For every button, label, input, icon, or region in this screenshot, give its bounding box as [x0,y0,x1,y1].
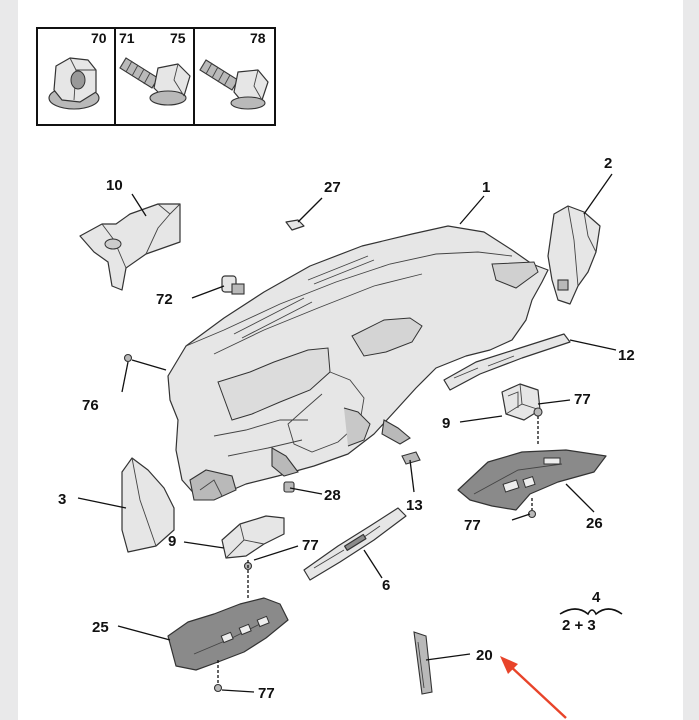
part-3-side-cover [121,457,175,553]
exploded-parts-diagram: 70 71 75 78 [36,27,635,719]
callout-77-left-upper: 77 [302,537,319,554]
part-13-bracket [401,451,421,465]
part-27-clip [285,219,305,231]
part-72-clip [221,275,245,295]
panel-label-71: 71 [119,30,135,46]
part-6-trim-piece [303,507,407,581]
callout-1: 1 [482,179,490,196]
red-pointer-arrow [500,656,567,719]
part-28-clip [283,481,295,493]
diagram-canvas: 70 71 75 78 [18,0,683,720]
part-20-strip [413,631,433,695]
callout-9-right: 9 [442,415,450,432]
legend-assembly-components: 2 + 3 [562,617,596,634]
panel-label-75: 75 [170,30,186,46]
callout-77-left-lower: 77 [258,685,275,702]
callout-25: 25 [92,619,109,636]
panel-label-70: 70 [91,30,107,46]
callout-labels: 1 2 3 6 9 9 10 12 13 20 25 26 27 28 72 7… [58,155,635,702]
flange-nut-icon [48,57,100,110]
part-12-trim-strip [443,333,571,391]
fastener-panel: 70 71 75 78 [36,27,276,126]
callout-77-right-upper: 77 [574,391,591,408]
leader-lines [77,173,617,693]
part-2-side-bracket [547,205,601,305]
callout-3: 3 [58,491,66,508]
screw-77-left-upper [243,560,253,600]
part-9-air-vent-left [221,515,285,559]
part-25-lower-panel-left [167,597,289,671]
callout-10: 10 [106,177,123,194]
callout-72: 72 [156,291,173,308]
callout-12: 12 [618,347,635,364]
part-1-dashboard [167,225,549,501]
callout-27: 27 [324,179,341,196]
part-10-air-duct [79,203,181,291]
callout-77-right-lower: 77 [464,517,481,534]
screw-77-right-upper [533,407,543,446]
part-26-lower-panel-right [457,449,607,511]
callout-76: 76 [82,397,99,414]
brace-icon [559,608,623,616]
callout-13: 13 [406,497,423,514]
callout-26: 26 [586,515,603,532]
callout-20: 20 [476,647,493,664]
callout-2: 2 [604,155,612,172]
panel-label-78: 78 [250,30,266,46]
callout-28: 28 [324,487,341,504]
assembly-legend: 4 2 + 3 [559,589,623,634]
hex-bolt-icon [199,59,269,110]
callout-9-left: 9 [168,533,176,550]
part-76-pin [123,353,133,363]
legend-assembly-number: 4 [592,589,601,606]
flange-bolt-icon [119,57,191,106]
screw-77-left-lower [213,660,223,693]
callout-6: 6 [382,577,390,594]
